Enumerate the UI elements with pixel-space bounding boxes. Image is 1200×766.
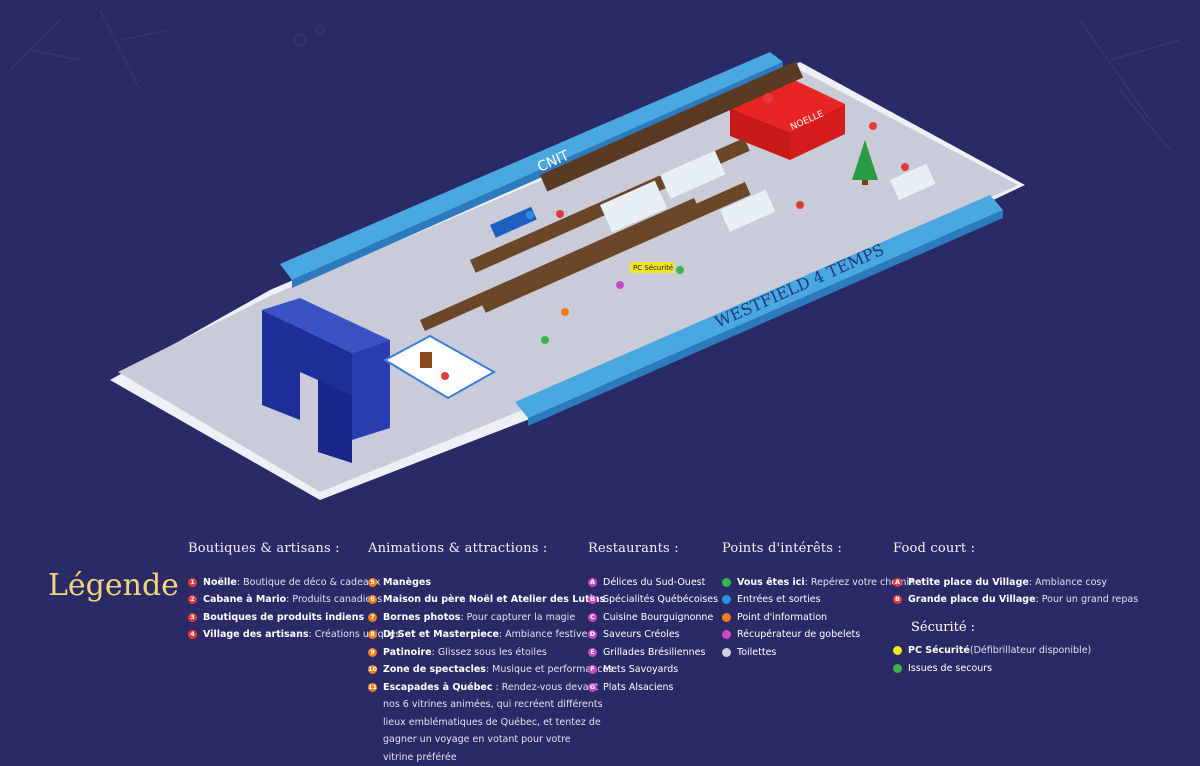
points-heading: Points d'intérêts : [722, 540, 915, 558]
pc-securite-label: PC Sécurité [633, 264, 673, 272]
legend-title: Légende [48, 568, 179, 603]
securite-heading: Sécurité : [911, 619, 1138, 637]
ground-platform [110, 62, 1025, 500]
emergency-exit-icon [893, 664, 902, 673]
cup-collector-icon [722, 630, 731, 639]
foodcourt-heading: Food court : [893, 540, 1138, 558]
legend-item: Point d'information [722, 609, 915, 627]
pc-securite-icon [893, 646, 902, 655]
pc-securite-marker: PC Sécurité [630, 262, 674, 273]
animations-heading: Animations & attractions : [368, 540, 613, 558]
toilets-icon [722, 648, 731, 657]
legend-item: Toilettes [722, 644, 915, 662]
you-are-here-icon [722, 578, 731, 587]
legend-points: Points d'intérêts : Vous êtes ici : Repé… [722, 540, 915, 661]
legend-item: Vous êtes ici : Repérez votre chemin [722, 574, 915, 592]
village-map: CNIT WESTFIELD 4 TEMPS NOELLE [0, 0, 1200, 530]
legend-item: Issues de secours [893, 660, 1138, 678]
info-point-icon [722, 613, 731, 622]
legend-item: Récupérateur de gobelets [722, 626, 915, 644]
restaurants-heading: Restaurants : [588, 540, 718, 558]
legend-item: Entrées et sorties [722, 591, 915, 609]
legend-item: PC Sécurité (Défibrillateur disponible) [893, 642, 1138, 660]
entrance-exit-icon [722, 595, 731, 604]
